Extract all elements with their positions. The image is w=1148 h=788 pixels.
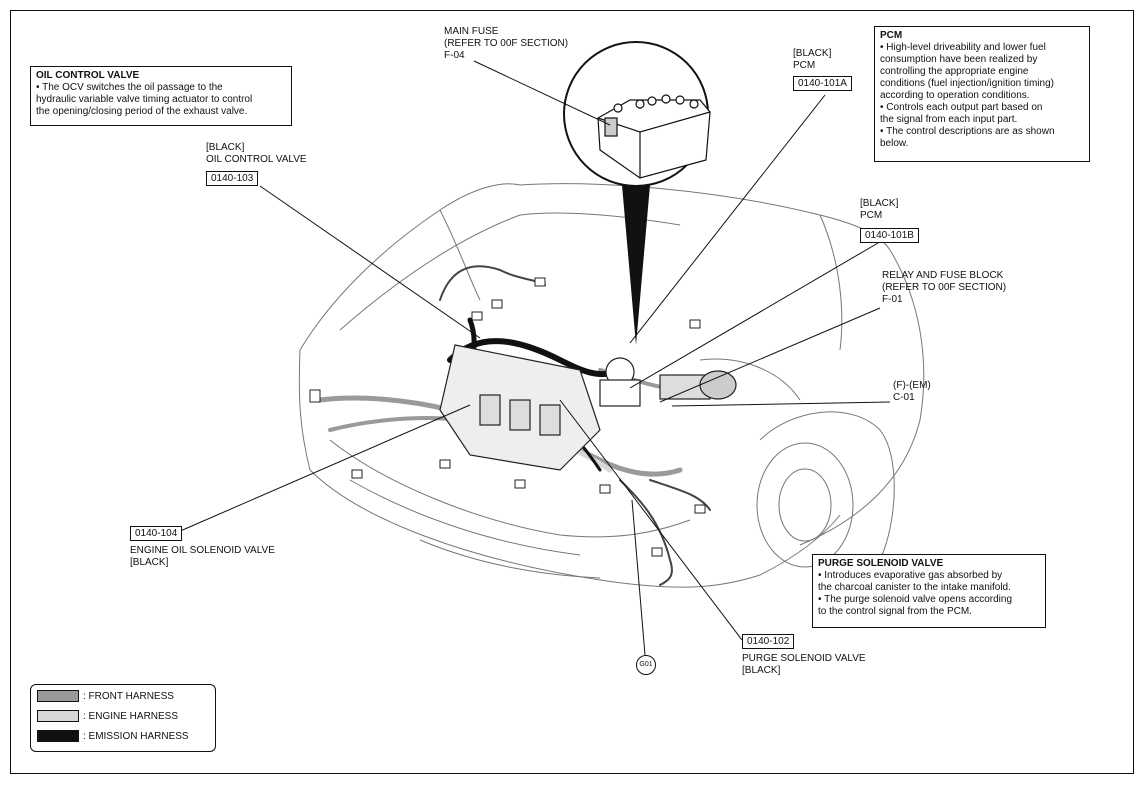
callout-line: [BLACK] bbox=[860, 198, 899, 209]
callout-psv: PURGE SOLENOID VALVE [BLACK] bbox=[742, 653, 866, 677]
info-line: the charcoal canister to the intake mani… bbox=[818, 582, 1011, 593]
callout-line: MAIN FUSE bbox=[444, 26, 499, 37]
info-line: controlling the appropriate engine bbox=[880, 66, 1029, 77]
legend-label: : ENGINE HARNESS bbox=[83, 711, 179, 722]
info-line: conditions (fuel injection/ignition timi… bbox=[880, 78, 1054, 89]
legend-label: : EMISSION HARNESS bbox=[83, 731, 189, 742]
callout-f-em: (F)-(EM) C-01 bbox=[893, 380, 931, 404]
info-line: to the control signal from the PCM. bbox=[818, 606, 972, 617]
callout-pcm-a: [BLACK] PCM bbox=[793, 48, 831, 72]
legend-item-front-harness: : FRONT HARNESS bbox=[37, 690, 174, 704]
legend-label: : FRONT HARNESS bbox=[83, 691, 174, 702]
callout-line: [BLACK] bbox=[793, 48, 832, 59]
callout-line: PCM bbox=[860, 210, 883, 221]
callout-pcm-b: [BLACK] PCM bbox=[860, 198, 898, 222]
callout-main-fuse: MAIN FUSE (REFER TO 00F SECTION) F-04 bbox=[444, 26, 568, 62]
callout-line: OIL CONTROL VALVE bbox=[206, 154, 307, 165]
callout-eosv: ENGINE OIL SOLENOID VALVE [BLACK] bbox=[130, 545, 275, 569]
callout-line: ENGINE OIL SOLENOID VALVE bbox=[130, 545, 275, 556]
callout-line: (REFER TO 00F SECTION) bbox=[444, 38, 569, 49]
connector-code-psv: 0140-102 bbox=[742, 634, 795, 649]
ground-point-g01: G01 bbox=[636, 655, 656, 675]
callout-line: F-01 bbox=[882, 294, 903, 305]
info-title: PCM bbox=[880, 30, 903, 41]
callout-ocv: [BLACK] OIL CONTROL VALVE bbox=[206, 142, 307, 166]
info-box-purge-solenoid-valve: PURGE SOLENOID VALVE • Introduces evapor… bbox=[812, 554, 1046, 628]
info-line: below. bbox=[880, 138, 909, 149]
callout-line: RELAY AND FUSE BLOCK bbox=[882, 270, 1004, 281]
legend-item-emission-harness: : EMISSION HARNESS bbox=[37, 730, 189, 744]
callout-line: PCM bbox=[793, 60, 816, 71]
harness-legend: : FRONT HARNESS : ENGINE HARNESS : EMISS… bbox=[30, 684, 216, 752]
info-line: according to operation conditions. bbox=[880, 90, 1030, 101]
info-title: OIL CONTROL VALVE bbox=[36, 70, 140, 81]
connector-code-pcm-b: 0140-101B bbox=[860, 228, 919, 243]
connector-code-eosv: 0140-104 bbox=[130, 526, 183, 541]
callout-line: PURGE SOLENOID VALVE bbox=[742, 653, 866, 664]
info-box-oil-control-valve: OIL CONTROL VALVE • The OCV switches the… bbox=[30, 66, 292, 126]
info-line: • Controls each output part based on bbox=[880, 102, 1043, 113]
callout-line: (F)-(EM) bbox=[893, 380, 931, 391]
connector-code-ocv: 0140-103 bbox=[206, 171, 259, 186]
info-line: the signal from each input part. bbox=[880, 114, 1018, 125]
info-line: the opening/closing period of the exhaus… bbox=[36, 106, 248, 117]
info-line: • High-level driveability and lower fuel bbox=[880, 42, 1046, 53]
legend-swatch bbox=[37, 690, 79, 703]
info-box-pcm: PCM • High-level driveability and lower … bbox=[874, 26, 1090, 162]
info-line: consumption have been realized by bbox=[880, 54, 1038, 65]
callout-line: [BLACK] bbox=[206, 142, 245, 153]
callout-line: F-04 bbox=[444, 50, 465, 61]
callout-line: [BLACK] bbox=[742, 665, 781, 676]
connector-code-pcm-a: 0140-101A bbox=[793, 76, 852, 91]
legend-swatch bbox=[37, 710, 79, 723]
diagram-frame bbox=[10, 10, 1134, 774]
callout-relay-fuse-block: RELAY AND FUSE BLOCK (REFER TO 00F SECTI… bbox=[882, 270, 1006, 306]
info-title: PURGE SOLENOID VALVE bbox=[818, 558, 944, 569]
info-line: • The purge solenoid valve opens accordi… bbox=[818, 594, 1012, 605]
callout-line: (REFER TO 00F SECTION) bbox=[882, 282, 1007, 293]
callout-line: C-01 bbox=[893, 392, 915, 403]
info-line: • The OCV switches the oil passage to th… bbox=[36, 82, 223, 93]
legend-item-engine-harness: : ENGINE HARNESS bbox=[37, 710, 178, 724]
legend-swatch bbox=[37, 730, 79, 743]
info-line: • The control descriptions are as shown bbox=[880, 126, 1055, 137]
info-line: hydraulic variable valve timing actuator… bbox=[36, 94, 253, 105]
callout-line: [BLACK] bbox=[130, 557, 169, 568]
info-line: • Introduces evaporative gas absorbed by bbox=[818, 570, 1003, 581]
